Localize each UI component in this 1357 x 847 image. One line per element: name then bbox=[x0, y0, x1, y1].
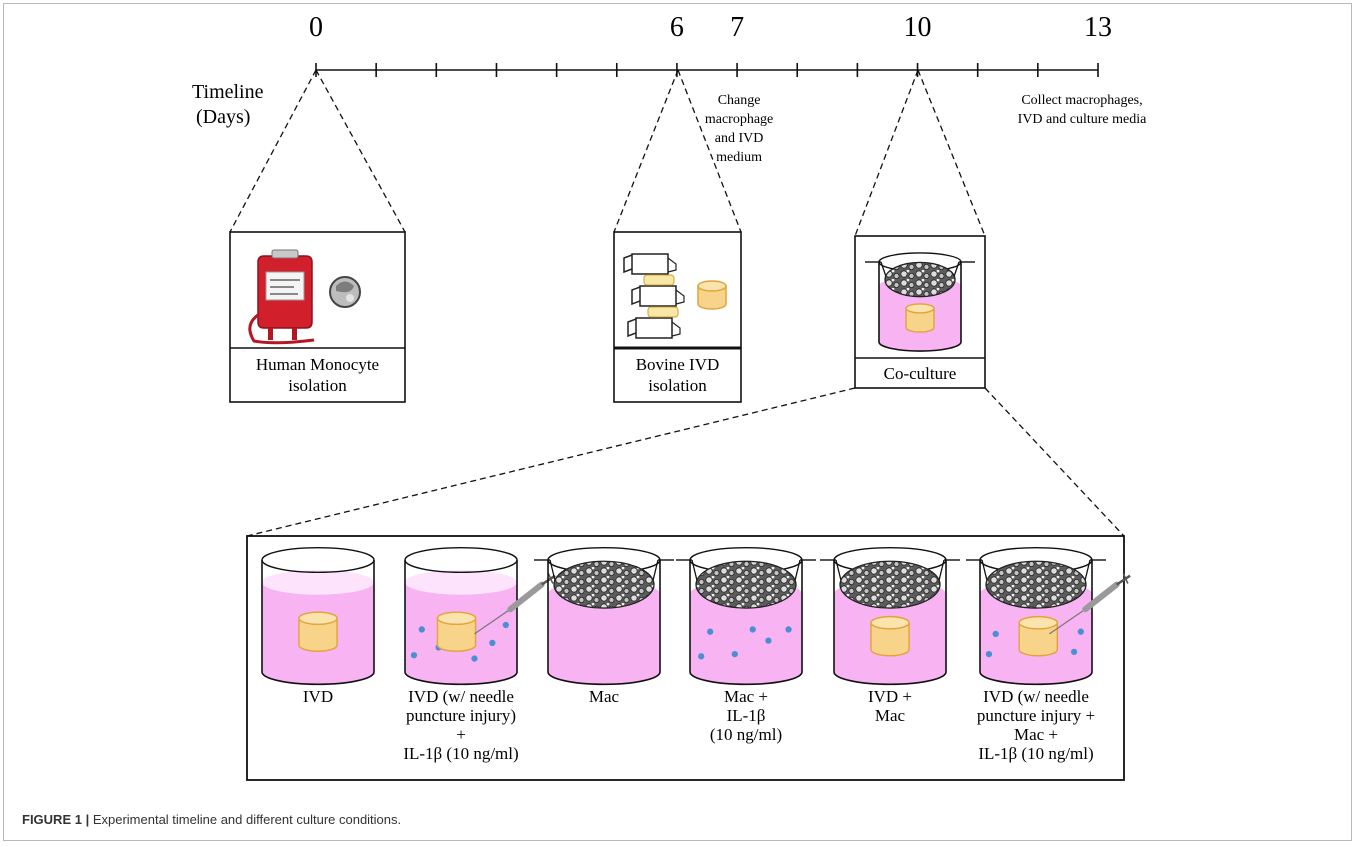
coculture-well-icon bbox=[865, 252, 975, 352]
well-ivd-needle-il1b bbox=[404, 546, 556, 686]
well-ivd-mac bbox=[820, 546, 960, 686]
day7-note-line: macrophage bbox=[705, 112, 773, 127]
condition-label-line: IL-1β (10 ng/ml) bbox=[978, 744, 1093, 763]
macrophage-layer-icon bbox=[553, 560, 655, 609]
condition-label-line: Mac bbox=[875, 706, 906, 725]
condition-label-line: Mac + bbox=[724, 687, 768, 706]
day13-note-line: Collect macrophages, bbox=[1021, 93, 1142, 108]
ivd-isolation-stage: Bovine IVD isolation bbox=[613, 231, 742, 403]
well-mac bbox=[534, 546, 674, 686]
day-label-10: 10 bbox=[904, 12, 932, 43]
condition-label-line: IL-1β bbox=[727, 706, 766, 725]
figure-frame bbox=[3, 3, 1352, 841]
ivd-isolation-label: Bovine IVD isolation bbox=[636, 355, 720, 395]
day13-note: Collect macrophages, IVD and culture medi… bbox=[1018, 93, 1147, 127]
well-ivd-needle-mac-il1b bbox=[966, 546, 1131, 686]
condition-label-line: Mac + bbox=[1014, 725, 1058, 744]
timeline: Timeline (Days) 0 6 7 10 13 Change macrophage… bbox=[192, 12, 1147, 165]
day-label-7: 7 bbox=[730, 12, 744, 43]
condition-label-line: IVD + bbox=[868, 687, 912, 706]
day7-note-line: medium bbox=[716, 150, 762, 165]
macrophage-layer-icon bbox=[884, 261, 956, 298]
day-label-6: 6 bbox=[670, 12, 684, 43]
macrophage-layer-icon bbox=[695, 560, 797, 609]
blood-bag-icon bbox=[248, 249, 315, 345]
coculture-label: Co-culture bbox=[884, 364, 957, 383]
well-mac-il1b bbox=[676, 546, 816, 686]
macrophage-layer-icon bbox=[985, 560, 1087, 609]
condition-label-line: IVD bbox=[303, 687, 333, 706]
coculture-stage: Co-culture bbox=[854, 235, 986, 389]
condition-label-line: + bbox=[456, 725, 466, 744]
day13-note-line: IVD and culture media bbox=[1018, 112, 1147, 127]
coculture-label-line: Co-culture bbox=[884, 364, 957, 383]
monocyte-stage: Human Monocyte isolation bbox=[229, 231, 406, 403]
ivd-label-line: Bovine IVD bbox=[636, 355, 720, 374]
day7-note: Change macrophage and IVD medium bbox=[705, 93, 773, 165]
condition-label-line: (10 ng/ml) bbox=[710, 725, 782, 744]
macrophage-layer-icon bbox=[839, 560, 941, 609]
coculture-well-icon bbox=[865, 252, 975, 352]
ivd-label-line: isolation bbox=[648, 376, 707, 395]
monocyte-label-line: Human Monocyte bbox=[256, 355, 379, 374]
day7-note-line: and IVD bbox=[715, 131, 764, 146]
needle-syringe-icon bbox=[474, 573, 556, 635]
caption-label: FIGURE 1 | bbox=[22, 812, 90, 827]
ivd-disc-icon bbox=[697, 280, 727, 310]
monocyte-stage-label: Human Monocyte isolation bbox=[256, 355, 379, 395]
day7-note-line: Change bbox=[718, 93, 761, 108]
monocyte-label-line: isolation bbox=[288, 376, 347, 395]
condition-label-line: Mac bbox=[589, 687, 620, 706]
figure-caption: FIGURE 1 | Experimental timeline and dif… bbox=[22, 812, 401, 827]
day-label-0: 0 bbox=[309, 12, 323, 43]
timeline-units: (Days) bbox=[196, 106, 250, 128]
spine-icon bbox=[623, 253, 685, 339]
condition-label-line: IVD (w/ needle bbox=[408, 687, 514, 706]
condition-label-line: puncture injury) bbox=[406, 706, 516, 725]
timeline-day-labels: 0 6 7 10 13 bbox=[309, 12, 1112, 43]
caption-text: Experimental timeline and different cult… bbox=[89, 812, 402, 827]
condition-label-line: IVD (w/ needle bbox=[983, 687, 1089, 706]
monocyte-cell-icon bbox=[329, 276, 361, 308]
zoom-lines bbox=[229, 69, 1125, 537]
timeline-label: Timeline bbox=[192, 81, 264, 103]
condition-label-line: puncture injury + bbox=[977, 706, 1095, 725]
well-ivd bbox=[261, 546, 375, 686]
condition-label-line: IL-1β (10 ng/ml) bbox=[403, 744, 518, 763]
day-label-13: 13 bbox=[1084, 12, 1112, 43]
needle-syringe-icon bbox=[1049, 573, 1131, 635]
condition-wells bbox=[261, 546, 1131, 686]
